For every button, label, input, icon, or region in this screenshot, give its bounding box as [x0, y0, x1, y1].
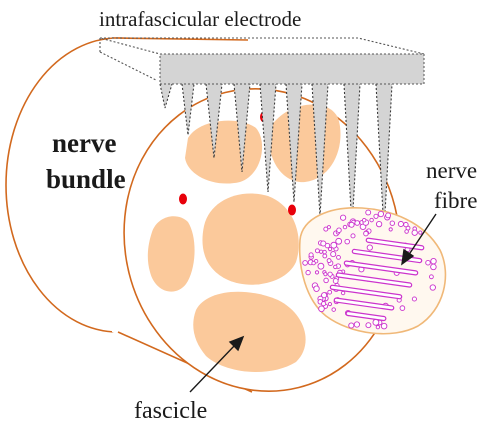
nerve-fibre-dot — [404, 222, 408, 226]
nerve-fibre-dot — [400, 306, 405, 311]
nerve-fibre-dot — [390, 221, 394, 225]
nerve-fibre-label-line2: fibre — [434, 188, 477, 213]
nerve-fibre-dot — [345, 239, 350, 244]
nerve-fibre-dot — [366, 323, 371, 328]
nerve-fibre-dot — [327, 259, 331, 263]
nerve-fibre-dot — [331, 242, 337, 248]
nerve-fibre-dot — [318, 263, 324, 269]
nerve-fibre-dot — [312, 261, 316, 265]
nerve-fibre-dot — [431, 264, 437, 270]
nerve-fibre-dot — [324, 273, 327, 276]
nerve-fibre-dot — [349, 222, 354, 227]
nerve-fibre-label-line1: nerve — [426, 158, 477, 183]
nerve-fibre-dot — [333, 279, 338, 284]
nerve-fibre-dot — [373, 319, 379, 325]
nerve-fibre-dot — [319, 250, 322, 253]
nerve-fibre-dot — [321, 241, 326, 246]
nerve-fibre-dot — [386, 213, 391, 218]
nerve-fibre-dot — [362, 218, 365, 221]
nerve-fibre-dot — [351, 234, 355, 238]
electrode-backbone — [160, 54, 424, 84]
nerve-fibre-dot — [337, 228, 342, 233]
fascicle-center — [202, 194, 298, 285]
nerve-fibre-dot — [331, 252, 336, 257]
nerve-fibre-dot — [334, 265, 337, 268]
nerve-fibre-dot — [376, 325, 379, 328]
nerve-fibre-dot — [303, 261, 308, 266]
nerve-fibre-dot — [315, 271, 318, 274]
nerve-fibre-dot — [389, 228, 392, 231]
nerve-fibre-dot — [328, 290, 332, 294]
nerve-fibre-dot — [336, 238, 342, 244]
nerve-fibre-dot — [349, 323, 354, 328]
nerve-fibre-dot — [419, 231, 422, 234]
nerve-fibre-dot — [328, 302, 331, 305]
nerve-fibre-dot — [319, 306, 325, 312]
nerve-fibre-dot — [429, 275, 433, 279]
nerve-fibre-dot — [381, 323, 387, 329]
nerve-fibre-dot — [332, 308, 336, 312]
nerve-fibre-dot — [340, 215, 345, 220]
nerve-fibre-dot — [366, 210, 371, 215]
nerve-fibre-dot — [354, 322, 359, 327]
fascicle-label: fascicle — [134, 398, 207, 424]
electrode-label: intrafascicular electrode — [99, 7, 301, 31]
nerve-fibre-dot — [337, 255, 341, 259]
nerve-fibre-dot — [367, 245, 372, 250]
nerve-fibre-dot — [327, 226, 330, 229]
blood-vessel-3 — [288, 205, 296, 216]
nerve-fibre-dot — [343, 225, 347, 229]
nerve-fibre-dot — [355, 221, 360, 226]
nerve-fibre-dot — [376, 221, 381, 226]
nerve-fibre-dot — [412, 297, 416, 301]
nerve-bundle-label-line2: bundle — [46, 164, 126, 194]
nerve-fibre-dot — [412, 230, 417, 235]
nerve-fibre-dot — [328, 272, 332, 276]
nerve-fibre-dot — [322, 302, 326, 306]
nerve-fibre-dot — [364, 231, 369, 236]
nerve-fibre-dot — [306, 270, 310, 274]
nerve-fibre-dot — [323, 254, 327, 258]
nerve-fibre-dot — [405, 230, 409, 234]
nerve-fibre-dot — [323, 250, 327, 254]
nerve-fibre-dot — [398, 221, 403, 226]
nerve-fibre-dot — [309, 253, 313, 257]
nerve-fibre-dot — [426, 260, 431, 265]
nerve-fibre-dot — [431, 258, 437, 264]
blood-vessel-2 — [179, 194, 187, 205]
fascicle-left — [148, 216, 195, 291]
nerve-fibre-dot — [378, 211, 383, 216]
nerve-fibre-dot — [374, 214, 378, 218]
nerve-fibre-dot — [324, 278, 329, 283]
nerve-fibre-dot — [328, 247, 331, 250]
nerve-fibre-dot — [314, 286, 320, 292]
nerve-fibre-dot — [370, 218, 374, 222]
fascicle-top-left — [185, 121, 262, 184]
nerve-fibre-dot — [430, 285, 435, 290]
nerve-fibre-dot — [315, 249, 319, 253]
nerve-fibre-dot — [341, 291, 344, 294]
nerve-bundle-label-line1: nerve — [52, 128, 116, 158]
